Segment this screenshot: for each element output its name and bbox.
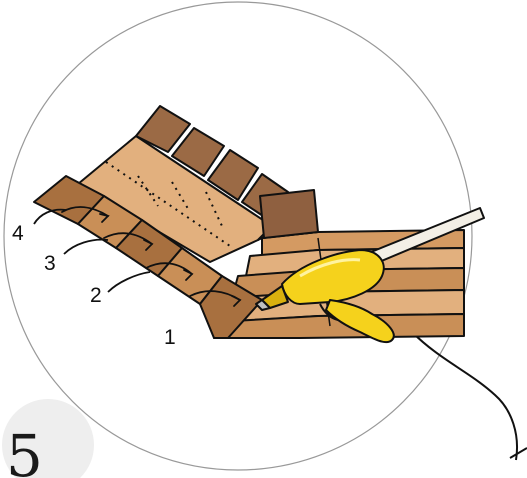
glue-gun-cord <box>411 331 518 461</box>
cord-end <box>509 447 527 459</box>
callout-leaders <box>33 208 151 293</box>
panel-tabs <box>135 105 319 239</box>
step-badge <box>2 399 94 478</box>
callout-label-1: 1 <box>164 326 176 349</box>
glue-gun-icon <box>255 207 485 344</box>
callout-label-2: 2 <box>90 284 102 307</box>
callout-label-3: 3 <box>44 252 56 275</box>
step-number: 5 <box>6 422 43 478</box>
callout-label-4: 4 <box>12 222 24 245</box>
